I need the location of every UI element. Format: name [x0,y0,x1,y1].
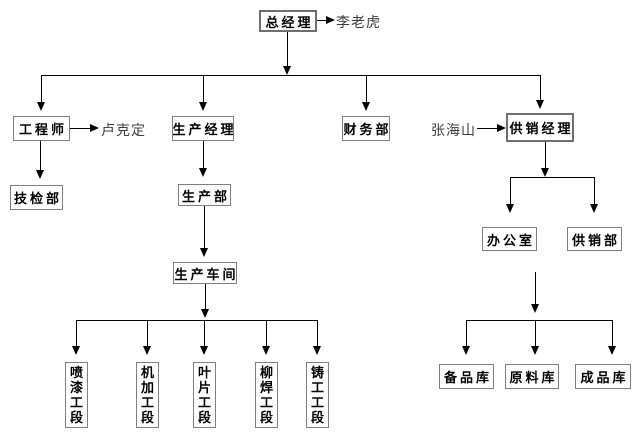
node-section-paint-label: 喷漆工段 [69,365,83,425]
connector-sm-down [545,142,546,168]
arrowhead-down [201,309,209,318]
connector-drop-section-4 [266,320,267,346]
connector-drop-supply-manager [540,75,541,100]
connector-drop-section-1 [76,320,77,346]
arrowhead-down [262,346,270,355]
node-warehouse-spare-parts-label: 备品库 [443,370,492,385]
node-section-machining: 机加工段 [136,362,159,428]
connector-engineer-to-name [70,128,90,129]
node-office-label: 办公室 [486,232,535,248]
arrowhead-down [313,346,321,355]
arrowhead-down [37,102,45,111]
node-warehouse-finished-goods-label: 成品库 [580,370,629,385]
connector-drop-engineer [41,75,42,102]
arrowhead-down [362,102,370,111]
node-warehouse-raw-materials: 原料库 [505,364,559,389]
arrowhead-down [200,248,208,257]
arrowhead-down [541,168,549,177]
connector-drop-section-2 [147,320,148,346]
arrowhead-down [531,304,539,313]
connector-name-to-supply-manager [477,128,497,129]
arrowhead-down [608,346,616,355]
label-gm-assignee: 李老虎 [336,14,381,30]
node-section-blade: 叶片工段 [193,362,216,428]
connector-pm-down [203,141,204,168]
node-supply-marketing-dept: 供销部 [567,227,622,251]
arrowhead-right [497,124,506,132]
node-office: 办公室 [482,227,537,251]
connector-supply-to-warehouses [535,272,536,304]
connector-pd-down [204,206,205,248]
connector-drop-supply-dept [594,177,595,204]
connector-gm-to-name [317,20,326,21]
connector-drop-section-3 [204,320,205,346]
arrowhead-down [283,66,291,75]
arrowhead-down [199,168,207,177]
node-warehouse-spare-parts: 备品库 [439,364,494,389]
node-engineer-label: 工程师 [18,122,67,137]
arrowhead-down [506,204,514,213]
connector-drop-production-manager [203,75,204,102]
node-production-manager-label: 生产经理 [172,122,237,137]
connector-drop-warehouse-2 [535,320,536,346]
node-warehouse-raw-materials-label: 原料库 [509,370,558,385]
node-section-casting-label: 铸工工段 [310,365,324,425]
arrowhead-right [326,16,335,24]
node-finance-dept: 财务部 [342,116,390,141]
node-production-workshop-label: 生产车间 [174,266,239,282]
node-general-manager: 总经理 [259,10,317,32]
node-supply-marketing-manager: 供销经理 [506,113,574,142]
node-finance-dept-label: 财务部 [343,122,392,137]
arrowhead-down [590,204,598,213]
arrowhead-down [536,100,544,109]
connector-drop-office [510,177,511,204]
connector-drop-warehouse-3 [612,320,613,346]
node-engineer: 工程师 [13,116,70,141]
arrowhead-down [143,346,151,355]
connector-drop-section-5 [317,320,318,346]
connector-engineer-down [40,141,41,170]
node-production-dept-label: 生产部 [182,188,231,204]
rail-sections [76,320,318,321]
node-tech-inspection-dept-label: 技检部 [14,191,63,206]
connector-gm-down [287,32,288,66]
connector-drop-finance [366,75,367,102]
node-section-paint: 喷漆工段 [65,362,88,428]
node-production-dept: 生产部 [178,184,231,206]
arrowhead-down [531,346,539,355]
label-engineer-assignee: 卢克定 [101,122,146,138]
node-production-manager: 生产经理 [172,116,234,141]
node-production-workshop: 生产车间 [173,262,237,284]
node-section-welding: 柳焊工段 [255,362,278,428]
node-section-machining-label: 机加工段 [140,365,154,425]
arrowhead-down [72,346,80,355]
node-section-blade-label: 叶片工段 [197,365,211,425]
node-supply-marketing-dept-label: 供销部 [571,232,620,248]
connector-drop-warehouse-1 [466,320,467,346]
rail-supply [510,177,595,178]
label-supply-manager-assignee: 张海山 [431,122,476,138]
connector-workshop-down [205,284,206,309]
node-warehouse-finished-goods: 成品库 [575,364,631,389]
arrowhead-right [90,124,99,132]
arrowhead-down [36,170,44,179]
arrowhead-down [199,102,207,111]
rail-warehouses [466,320,612,321]
node-section-welding-label: 柳焊工段 [259,365,273,425]
node-section-casting: 铸工工段 [306,362,329,428]
rail-level2 [41,75,541,76]
node-supply-marketing-manager-label: 供销经理 [509,121,574,136]
arrowhead-down [200,346,208,355]
arrowhead-down [462,346,470,355]
node-general-manager-label: 总经理 [265,14,314,30]
node-tech-inspection-dept: 技检部 [10,185,63,210]
